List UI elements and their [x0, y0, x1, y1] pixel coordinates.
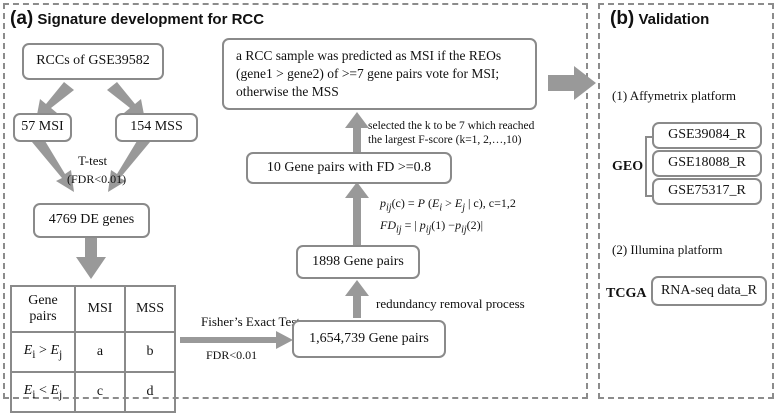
- header-msi: MSI: [74, 285, 126, 333]
- mss-label: 154 MSS: [130, 119, 183, 135]
- rccs-label: RCCs of GSE39582: [36, 53, 150, 69]
- flow-arrows: [32, 66, 652, 349]
- de-genes-label: 4769 DE genes: [48, 212, 135, 228]
- header-mss: MSS: [124, 285, 176, 333]
- select-k-label: selected the k to be 7 which reached the…: [368, 120, 535, 147]
- contingency-table: Gene pairs MSI MSS Ei > Ej a b Ei < Ej c…: [10, 285, 176, 413]
- pairs-1898-label: 1898 Gene pairs: [312, 253, 404, 269]
- panel-a: [3, 3, 588, 399]
- panel-b-title-text: Validation: [638, 11, 710, 28]
- row-ei-gt-ej-label: Ei > Ej: [10, 331, 76, 373]
- arrow-1654739-to-1898: [345, 280, 369, 318]
- geo-label: GEO: [612, 159, 644, 174]
- cell-b: b: [124, 331, 176, 373]
- panel-b-tag: (b): [610, 8, 635, 29]
- geo-bracket: [645, 136, 652, 197]
- pairs-10-box: 10 Gene pairs with FD >=0.8: [246, 152, 452, 184]
- pairs-1654739-box: 1,654,739 Gene pairs: [292, 320, 446, 358]
- predict-box: a RCC sample was predicted as MSI if the…: [222, 38, 537, 110]
- geo-set-1: GSE39084_R: [652, 122, 762, 149]
- pairs-10-label: 10 Gene pairs with FD >=0.8: [266, 159, 432, 175]
- arrow-rccs-to-msi: [36, 82, 74, 120]
- arrow-to-validation: [548, 66, 596, 100]
- de-genes-box: 4769 DE genes: [33, 203, 150, 238]
- redundancy-label: redundancy removal process: [376, 296, 525, 311]
- predict-text: a RCC sample was predicted as MSI if the…: [236, 47, 502, 100]
- header-gene-pairs: Gene pairs: [10, 285, 76, 333]
- pairs-1898-box: 1898 Gene pairs: [296, 245, 420, 279]
- rccs-box: RCCs of GSE39582: [22, 43, 164, 80]
- panel-a-tag: (a): [10, 8, 34, 29]
- panel-b-title: (b) Validation: [610, 8, 709, 30]
- arrow-msi-to-de: [32, 136, 74, 192]
- msi-box: 57 MSI: [13, 113, 72, 142]
- formula-pij: pij(c) = P (Ei > Ej | c), c=1,2: [380, 196, 516, 214]
- tcga-label: TCGA: [606, 286, 647, 301]
- formula-fdij: FDij = | pij(1) −pij(2)|: [380, 218, 484, 236]
- msi-label: 57 MSI: [21, 119, 64, 135]
- cell-c: c: [74, 371, 126, 413]
- geo-set-3: GSE75317_R: [652, 178, 762, 205]
- fisher-label: Fisher’s Exact Test: [201, 314, 300, 329]
- arrow-mss-to-de: [108, 136, 150, 192]
- mss-box: 154 MSS: [115, 113, 198, 142]
- fdr1-label: (FDR<0.01): [67, 172, 127, 186]
- cell-d: d: [124, 371, 176, 413]
- rnaseq-box: RNA-seq data_R: [651, 276, 767, 306]
- pairs-1654739-label: 1,654,739 Gene pairs: [309, 330, 429, 346]
- cell-a: a: [74, 331, 126, 373]
- affymetrix-label: (1) Affymetrix platform: [612, 88, 736, 103]
- illumina-label: (2) Illumina platform: [612, 242, 723, 257]
- panel-a-title-text: Signature development for RCC: [37, 11, 265, 28]
- arrow-table-to-pairs: [180, 331, 293, 349]
- panel-a-title: (a) Signature development for RCC: [10, 8, 264, 30]
- arrow-rccs-to-mss: [107, 82, 145, 120]
- ttest-label: T-test: [78, 153, 108, 168]
- geo-set-2: GSE18088_R: [652, 150, 762, 177]
- arrow-10-to-predict: [345, 112, 369, 152]
- arrow-de-to-table: [76, 238, 106, 279]
- fdr2-label: FDR<0.01: [206, 348, 258, 362]
- arrow-1898-to-10: [345, 182, 369, 245]
- row-ei-lt-ej-label: Ei < Ej: [10, 371, 76, 413]
- panel-b: [598, 3, 774, 399]
